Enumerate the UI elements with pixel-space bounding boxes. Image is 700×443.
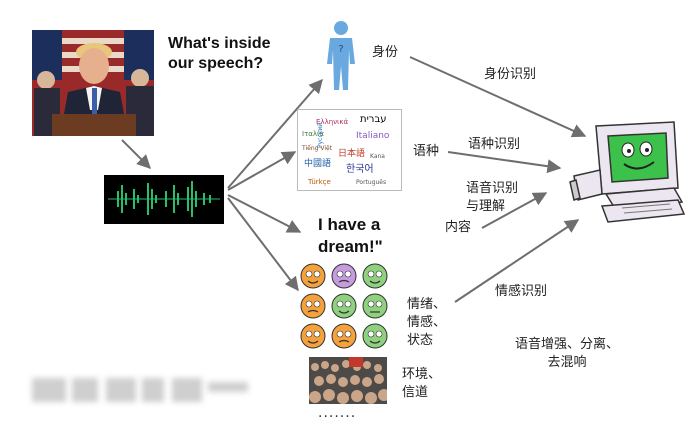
speech-quote: I have a dream!" bbox=[318, 215, 383, 256]
label-language-recognition: 语种识别 bbox=[468, 137, 521, 152]
arrow-identity-to-computer bbox=[409, 56, 587, 138]
blurred-watermark bbox=[32, 372, 252, 410]
label-language: 语种 bbox=[413, 144, 440, 159]
label-content: 内容 bbox=[445, 220, 472, 235]
more-ellipsis: ······· bbox=[318, 409, 357, 425]
arrow-content-to-computer bbox=[481, 192, 548, 229]
label-environment: 环境、 信道 bbox=[402, 367, 442, 400]
crowd-photo bbox=[309, 357, 387, 404]
label-emotion-recognition: 情感识别 bbox=[495, 284, 548, 299]
emotion-faces bbox=[300, 263, 388, 349]
label-identity-recognition: 身份识别 bbox=[484, 67, 537, 82]
svg-text:Ιταλία: Ιταλία bbox=[302, 130, 324, 138]
speech-waveform bbox=[104, 175, 224, 224]
label-enhancement: 语音增强、分离、 去混响 bbox=[514, 337, 619, 370]
svg-text:Português: Português bbox=[356, 179, 386, 186]
arrow-photo-to-wave bbox=[121, 139, 151, 169]
svg-text:日本語: 日本語 bbox=[338, 147, 365, 159]
svg-text:עברית: עברית bbox=[360, 114, 387, 125]
svg-text:Italiano: Italiano bbox=[356, 131, 390, 141]
svg-text:Kana: Kana bbox=[370, 153, 385, 160]
svg-text:Русский: Русский bbox=[317, 123, 324, 148]
arrow-wave-to-identity bbox=[227, 78, 323, 189]
svg-text:Türkçe: Türkçe bbox=[307, 178, 331, 186]
label-speech-recognition: 语音识别 与理解 bbox=[466, 181, 519, 214]
arrow-language-to-computer bbox=[447, 151, 562, 174]
arrow-emotion-to-computer bbox=[454, 219, 580, 303]
person-silhouette-icon: ? bbox=[327, 21, 355, 90]
arrow-wave-to-content bbox=[227, 194, 302, 233]
question-title: What's inside our speech? bbox=[168, 35, 271, 72]
arrow-wave-to-language bbox=[227, 151, 297, 191]
svg-text:Tiếng Việt: Tiếng Việt bbox=[301, 145, 333, 152]
speaker-photo bbox=[32, 30, 154, 136]
label-identity: 身份 bbox=[372, 45, 399, 60]
arrow-wave-to-emotion bbox=[227, 197, 299, 292]
svg-text:Ελληνικά: Ελληνικά bbox=[316, 118, 349, 126]
language-collage: Ελληνικά עברית Ιταλία Italiano 日本語 Русск… bbox=[297, 109, 402, 191]
svg-text:中國語: 中國語 bbox=[304, 157, 331, 169]
svg-text:한국어: 한국어 bbox=[346, 163, 374, 175]
computer-icon bbox=[569, 121, 686, 223]
svg-text:?: ? bbox=[338, 44, 343, 55]
label-emotion: 情绪、 情感、 状态 bbox=[407, 297, 447, 348]
